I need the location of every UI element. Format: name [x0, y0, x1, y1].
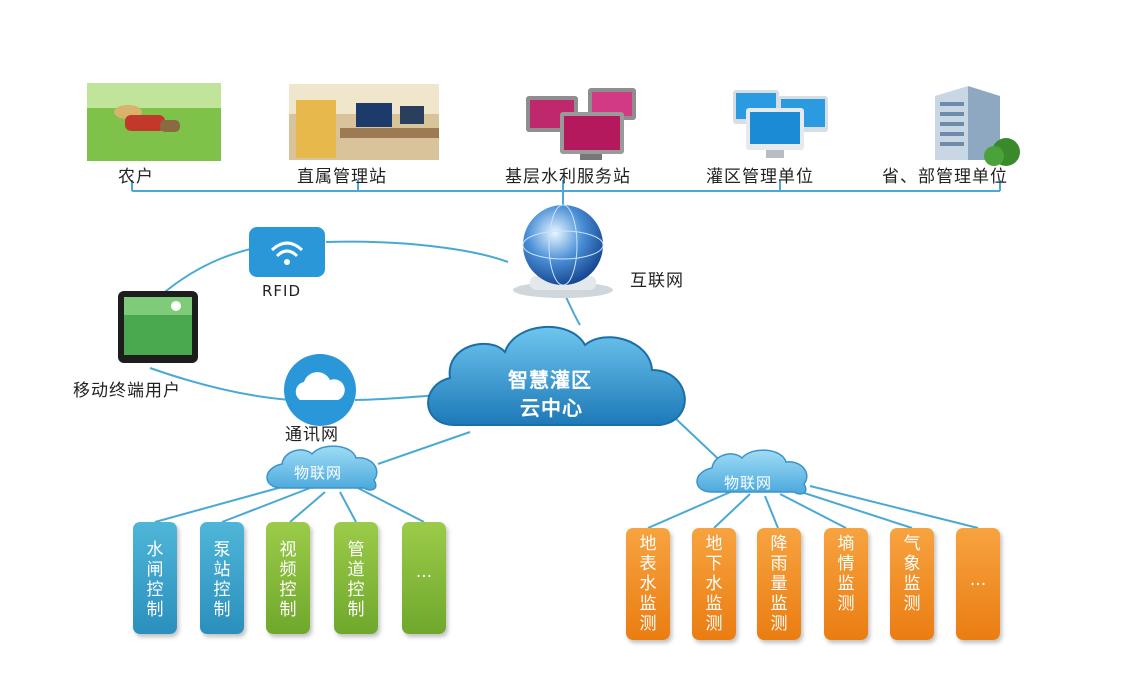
box-more-right: ... [956, 528, 1000, 640]
box-rainfall: 降雨量监测 [757, 528, 801, 640]
iot-right-label: 物联网 [724, 474, 773, 492]
label-telecom: 通讯网 [285, 425, 339, 445]
computers-icon [733, 90, 828, 158]
box-weather: 气象监测 [890, 528, 934, 640]
iot-left-label: 物联网 [294, 464, 343, 482]
cloud-center-shape [427, 325, 686, 426]
label-rfid: RFID [262, 282, 302, 300]
iot-cloud-right-shape [696, 449, 808, 495]
box-pump-control: 泵站控制 [200, 522, 244, 634]
box-more-left: ... [402, 522, 446, 634]
label-farmer: 农户 [118, 167, 154, 187]
globe-icon [513, 204, 613, 298]
monitors-icon [526, 88, 636, 160]
box-video-control: 视频控制 [266, 522, 310, 634]
box-sluice-control: 水闸控制 [133, 522, 177, 634]
building-icon [935, 86, 1020, 166]
farmer-photo [87, 83, 221, 161]
label-mobile-user: 移动终端用户 [73, 381, 181, 401]
office-photo [289, 84, 439, 160]
connection-lines [149, 240, 979, 529]
box-surface-water: 地表水监测 [626, 528, 670, 640]
telecom-icon [284, 354, 356, 426]
label-province-unit: 省、部管理单位 [882, 167, 1008, 187]
label-irrigation-unit: 灌区管理单位 [706, 167, 814, 187]
box-pipe-control: 管道控制 [334, 522, 378, 634]
iot-cloud-left-shape [266, 445, 378, 491]
top-bus [131, 180, 1001, 205]
box-groundwater: 地下水监测 [692, 528, 736, 640]
box-soil-moisture: 墒情监测 [824, 528, 868, 640]
cloud-center-line1: 智慧灌区 [508, 368, 592, 392]
tablet-icon [118, 291, 198, 363]
cloud-center-line2: 云中心 [520, 396, 583, 420]
rfid-icon [249, 227, 325, 277]
label-grassroots-station: 基层水利服务站 [505, 167, 631, 187]
label-direct-station: 直属管理站 [297, 167, 387, 187]
label-internet: 互联网 [630, 271, 684, 291]
